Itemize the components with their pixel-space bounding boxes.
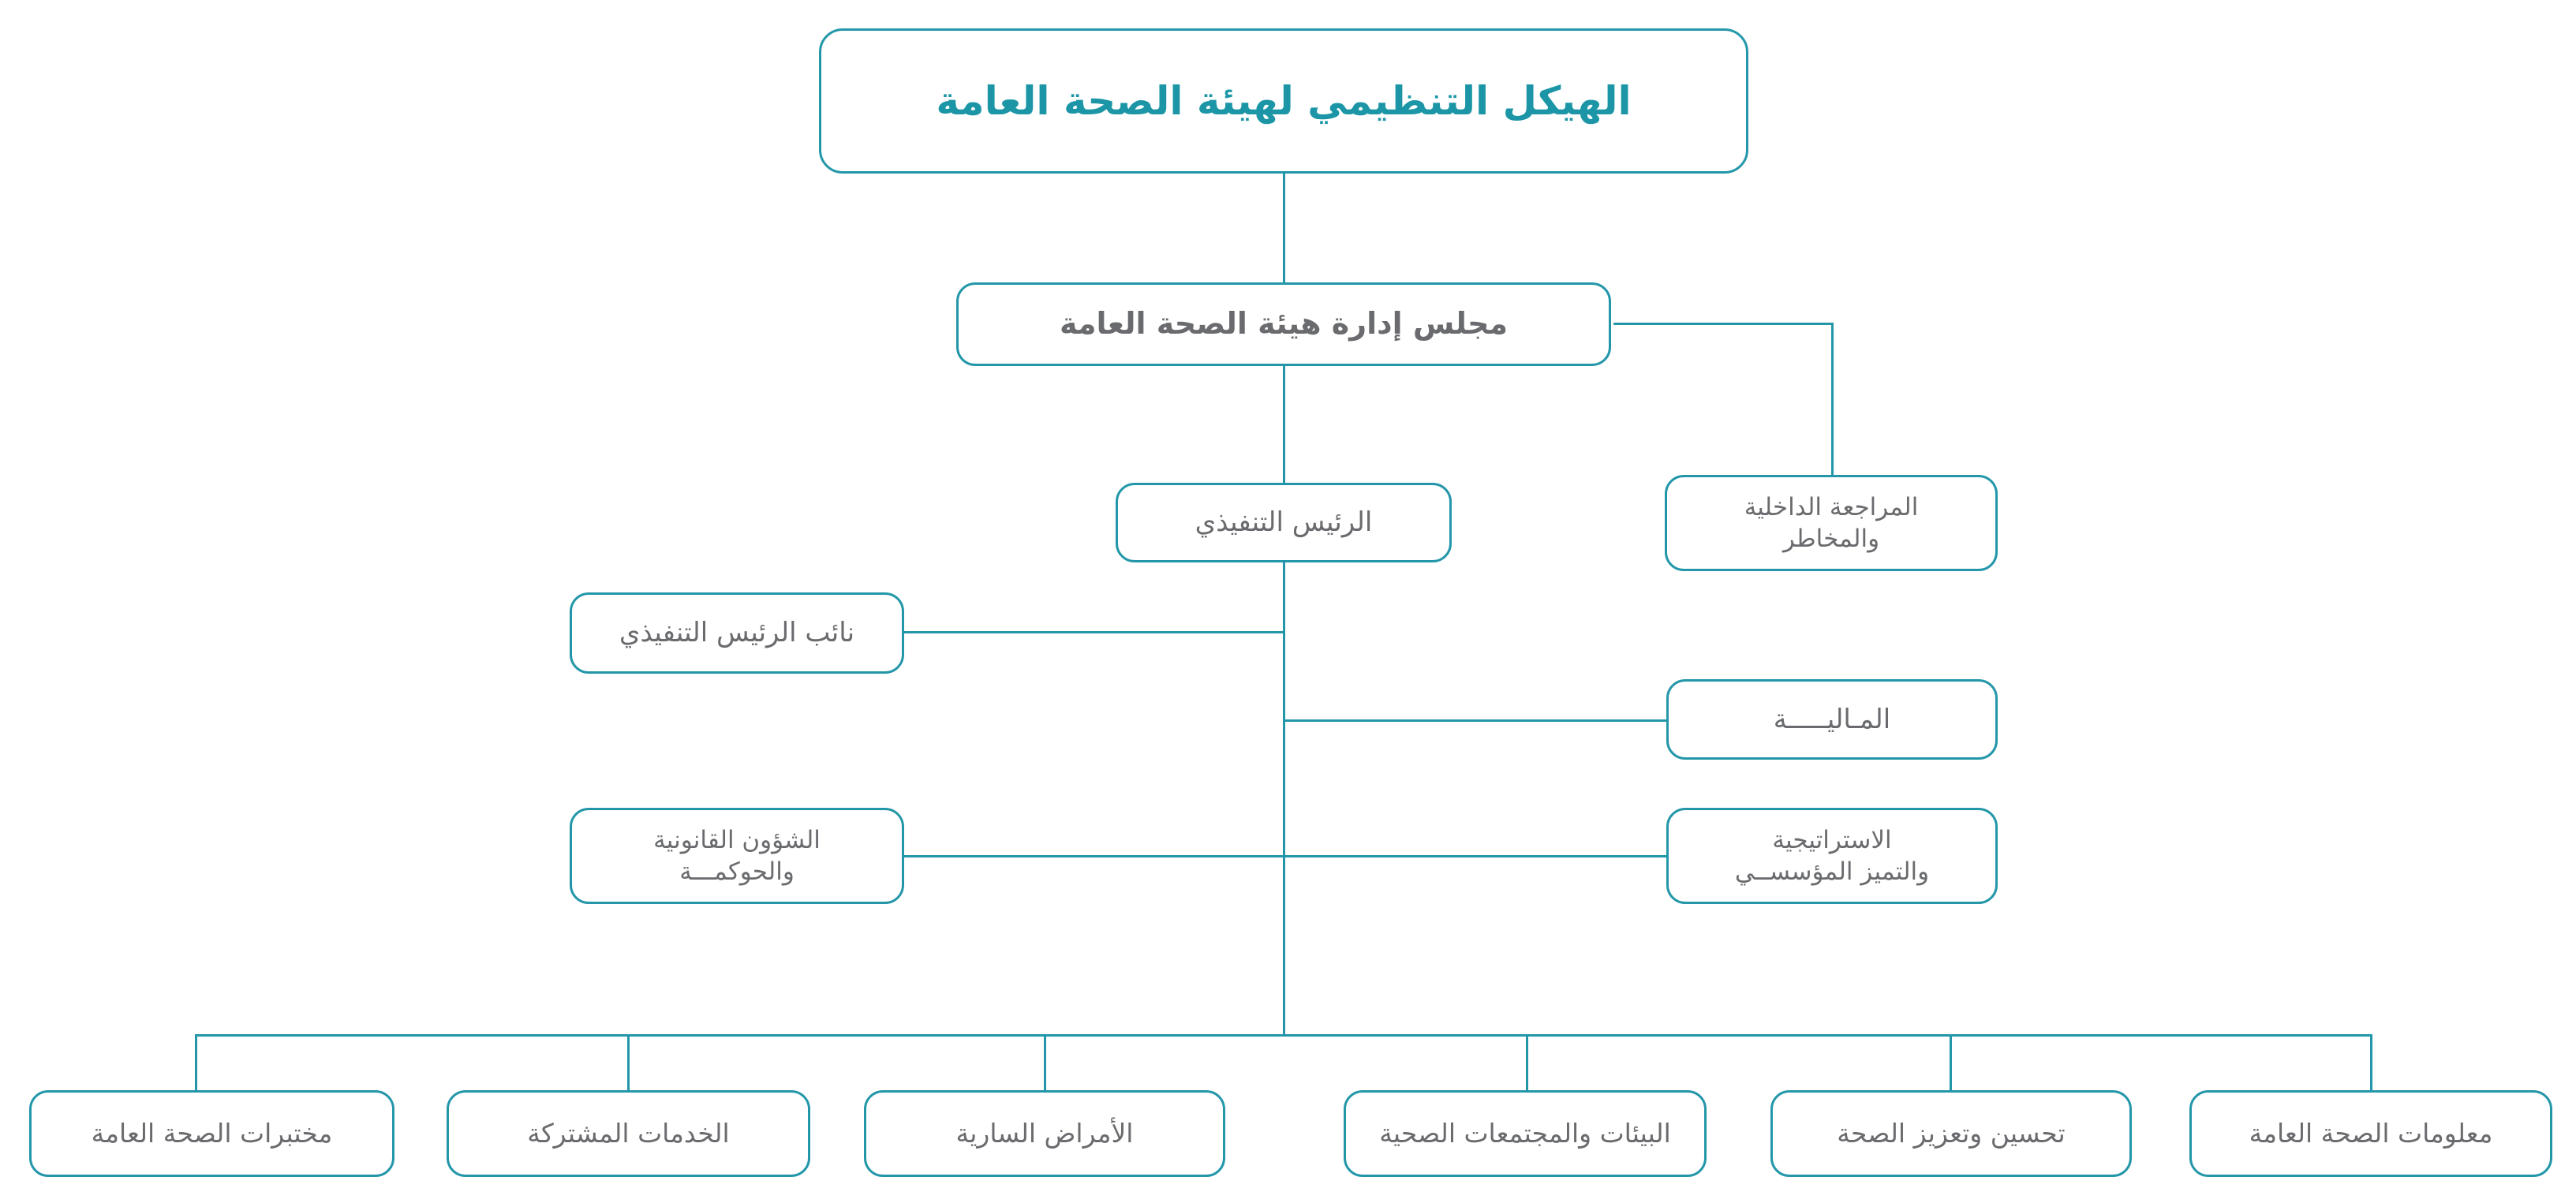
connector-legal-strategy [904, 855, 1666, 857]
connector-board-ceo [1283, 365, 1285, 484]
chart-title: الهيكل التنظيمي لهيئة الصحة العامة [819, 28, 1748, 174]
node-health-improvement-promotion: تحسين وتعزيز الصحة [1770, 1090, 2132, 1177]
connector-drop-labs [195, 1034, 197, 1092]
node-finance: المـاليـــــة [1666, 679, 1998, 760]
connector-board-audit-horizontal [1613, 323, 1833, 325]
node-public-health-laboratories: مختبرات الصحة العامة [29, 1090, 394, 1177]
connector-drop-environments [1526, 1034, 1528, 1092]
connector-drop-shared-services [627, 1034, 630, 1092]
node-healthy-environments-communities: البيئات والمجتمعات الصحية [1344, 1090, 1707, 1177]
node-internal-audit-risks: المراجعة الداخلية والمخاطر [1665, 475, 1998, 571]
node-deputy-ceo: نائب الرئيس التنفيذي [570, 592, 904, 674]
connector-drop-communicable-diseases [1044, 1034, 1046, 1092]
node-legal-affairs-governance: الشؤون القانونية والحوكمـــة [570, 808, 904, 904]
node-public-health-information: معلومات الصحة العامة [2189, 1090, 2552, 1177]
connector-ceo-trunk [1283, 562, 1285, 1036]
connector-deputy-ceo [904, 631, 1285, 633]
node-ceo: الرئيس التنفيذي [1116, 483, 1452, 562]
node-strategy-institutional-excellence: الاستراتيجية والتميز المؤسســي [1666, 808, 1998, 904]
connector-drop-health-promotion [1950, 1034, 1952, 1092]
connector-title-board [1283, 174, 1285, 284]
connector-board-audit-vertical [1831, 323, 1834, 476]
node-communicable-diseases: الأمراض السارية [864, 1090, 1225, 1177]
connector-drop-health-information [2370, 1034, 2372, 1092]
node-shared-services: الخدمات المشتركة [447, 1090, 810, 1177]
node-board-of-directors: مجلس إدارة هيئة الصحة العامة [956, 282, 1611, 366]
connector-departments-distribution [195, 1034, 2372, 1037]
connector-finance [1283, 719, 1666, 722]
